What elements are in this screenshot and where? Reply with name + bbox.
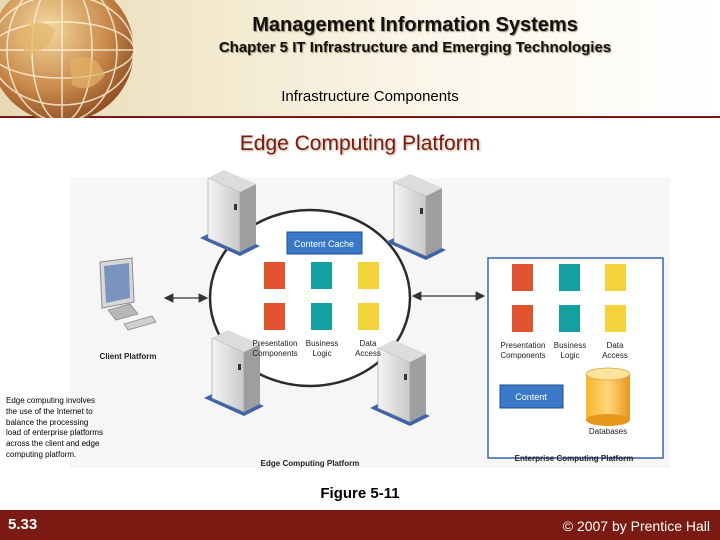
- component-label: Logic: [312, 349, 331, 358]
- edge-server-icon: [204, 330, 264, 416]
- figure-label: Figure 5-11: [320, 485, 400, 502]
- client-computer-icon: [99, 257, 157, 331]
- content-cache-box: [286, 231, 363, 255]
- presentation-square: [264, 262, 285, 289]
- enterprise-platform-box: [487, 257, 664, 459]
- edge-computing-diagram: Content Cache Presentation Components Bu…: [70, 170, 670, 468]
- component-label: Access: [355, 349, 381, 358]
- databases-label: Databases: [589, 427, 627, 436]
- component-label: Access: [602, 351, 628, 360]
- edge-server-icon: [200, 170, 260, 256]
- data-square: [605, 264, 626, 291]
- data-square: [605, 305, 626, 332]
- edge-platform-label: Edge Computing Platform: [261, 459, 360, 468]
- component-label: Components: [500, 351, 545, 360]
- presentation-square: [264, 303, 285, 330]
- client-platform-label: Client Platform: [100, 352, 157, 361]
- component-label: Components: [252, 349, 297, 358]
- slide-number: 5.33: [8, 516, 38, 533]
- business-square: [311, 303, 332, 330]
- component-label: Data: [607, 341, 624, 350]
- component-label: Business: [306, 339, 338, 348]
- presentation-square: [512, 264, 533, 291]
- edge-server-icon: [370, 340, 430, 426]
- business-square: [559, 305, 580, 332]
- component-label: Logic: [560, 351, 579, 360]
- slide-title: Edge Computing Platform: [239, 132, 481, 155]
- section-title: Infrastructure Components: [281, 88, 459, 105]
- content-box: [499, 384, 564, 409]
- content-label: Content: [515, 392, 547, 402]
- presentation-square: [512, 305, 533, 332]
- business-square: [311, 262, 332, 289]
- component-label: Presentation: [253, 339, 298, 348]
- component-label: Data: [360, 339, 377, 348]
- database-icon: [585, 367, 631, 426]
- chapter-title: Chapter 5 IT Infrastructure and Emerging…: [218, 39, 612, 56]
- data-square: [358, 303, 379, 330]
- slide-header: Management Information Systems Chapter 5…: [0, 0, 720, 118]
- component-label: Presentation: [501, 341, 546, 350]
- slide-description: Edge computing involves the use of the I…: [6, 396, 103, 459]
- slide-footer: 5.33 © 2007 by Prentice Hall: [0, 510, 720, 540]
- content-cache-label: Content Cache: [294, 239, 354, 249]
- enterprise-platform-label: Enterprise Computing Platform: [515, 454, 634, 463]
- component-label: Business: [554, 341, 586, 350]
- copyright-notice: © 2007 by Prentice Hall: [562, 518, 710, 534]
- business-square: [559, 264, 580, 291]
- data-square: [358, 262, 379, 289]
- course-title: Management Information Systems: [252, 14, 578, 36]
- edge-server-icon: [386, 174, 446, 260]
- globe-icon: [0, 0, 135, 118]
